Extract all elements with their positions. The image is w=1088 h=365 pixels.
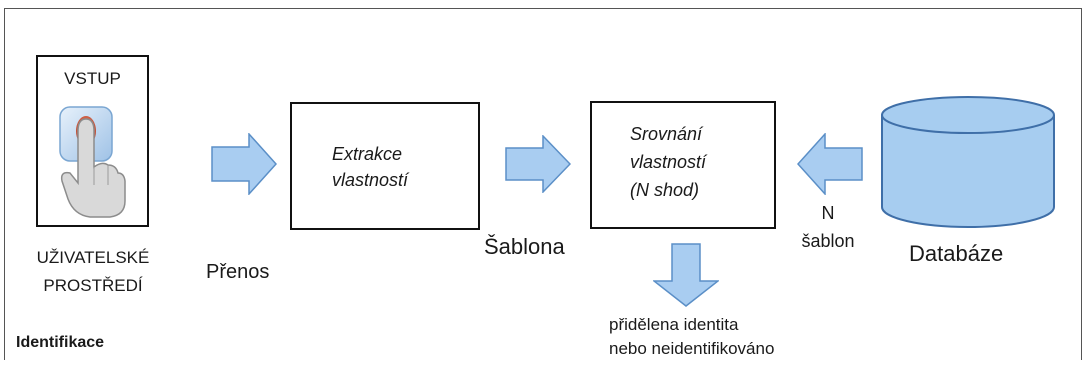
input-box: VSTUP xyxy=(36,55,149,227)
left-arrow-icon xyxy=(797,133,863,195)
down-arrow-icon xyxy=(653,243,719,307)
database-cylinder-icon xyxy=(880,95,1056,231)
result-label: přidělena identita nebo neidentifikováno xyxy=(609,315,775,358)
right-arrow-icon xyxy=(211,133,277,195)
extraction-box: Extrakce vlastností xyxy=(290,102,480,230)
transfer-label: Přenos xyxy=(206,261,270,283)
n-templates-label: N šablon xyxy=(801,203,855,251)
database-label: Databáze xyxy=(909,241,1004,266)
footer-label: Identifikace xyxy=(16,334,105,351)
fingertip-touch-icon xyxy=(58,105,128,220)
input-title: VSTUP xyxy=(64,69,121,88)
diagram-frame xyxy=(4,8,1082,360)
comparison-label: Srovnání vlastností (N shod) xyxy=(630,124,707,200)
right-arrow-icon xyxy=(505,135,571,193)
template-label: Šablona xyxy=(484,234,565,259)
comparison-box: Srovnání vlastností (N shod) xyxy=(590,101,776,229)
input-caption: UŽIVATELSKÉ PROSTŘEDÍ xyxy=(36,248,150,295)
extraction-label: Extrakce vlastností xyxy=(332,144,409,190)
